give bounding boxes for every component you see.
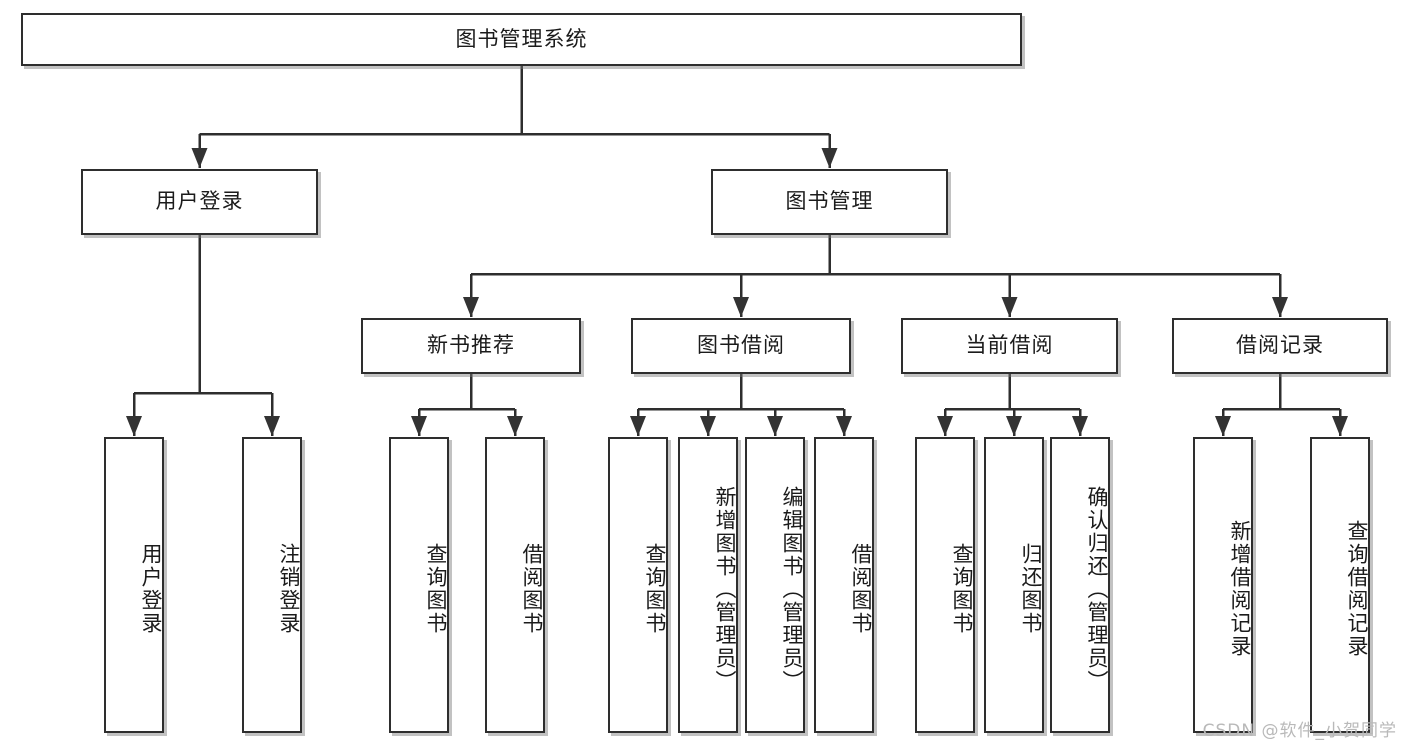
node-borrow-records[interactable]: 借阅记录	[1172, 318, 1388, 374]
node-br-query-record[interactable]: 查询借阅记录	[1310, 437, 1370, 733]
node-label: 编辑图书（管理员）	[780, 485, 804, 693]
node-book-borrow[interactable]: 图书借阅	[631, 318, 851, 374]
node-cb-confirm-return[interactable]: 确认归还（管理员）	[1050, 437, 1110, 733]
node-cb-query-book[interactable]: 查询图书	[915, 437, 975, 733]
node-book-management[interactable]: 图书管理	[711, 169, 948, 235]
watermark-text: CSDN @软件_小贺同学	[1202, 721, 1397, 741]
node-label: 借阅记录	[1236, 333, 1324, 358]
node-bb-borrow-book[interactable]: 借阅图书	[814, 437, 874, 733]
node-user-login-do[interactable]: 用户登录	[104, 437, 164, 733]
node-label: 确认归还（管理员）	[1085, 485, 1109, 693]
node-label: 新增借阅记录	[1228, 520, 1252, 658]
node-label: 用户登录	[155, 189, 244, 214]
node-nbr-query-book[interactable]: 查询图书	[389, 437, 449, 733]
node-cb-return-book[interactable]: 归还图书	[984, 437, 1044, 733]
node-user-logout[interactable]: 注销登录	[242, 437, 302, 733]
node-bb-add-book[interactable]: 新增图书（管理员）	[678, 437, 738, 733]
node-label: 注销登录	[277, 543, 301, 635]
node-label: 图书借阅	[697, 333, 785, 358]
node-label: 当前借阅	[965, 333, 1054, 358]
node-br-add-record[interactable]: 新增借阅记录	[1193, 437, 1253, 733]
node-label: 借阅图书	[520, 543, 544, 635]
node-label: 查询图书	[424, 543, 448, 635]
node-user-login[interactable]: 用户登录	[81, 169, 318, 235]
node-bb-query-book[interactable]: 查询图书	[608, 437, 668, 733]
node-label: 新书推荐	[427, 333, 515, 358]
node-root[interactable]: 图书管理系统	[21, 13, 1022, 66]
node-label: 查询图书	[950, 543, 974, 635]
node-label: 图书管理	[785, 189, 874, 214]
node-nbr-borrow-book[interactable]: 借阅图书	[485, 437, 545, 733]
node-label: 新增图书（管理员）	[713, 485, 737, 693]
node-label: 查询借阅记录	[1345, 520, 1369, 658]
node-label: 图书管理系统	[455, 26, 588, 51]
node-bb-edit-book[interactable]: 编辑图书（管理员）	[745, 437, 805, 733]
node-label: 归还图书	[1019, 543, 1043, 635]
node-label: 用户登录	[139, 543, 163, 635]
node-new-book-recommend[interactable]: 新书推荐	[361, 318, 581, 374]
node-current-borrow[interactable]: 当前借阅	[901, 318, 1118, 374]
node-label: 查询图书	[643, 543, 667, 635]
node-label: 借阅图书	[849, 543, 873, 635]
